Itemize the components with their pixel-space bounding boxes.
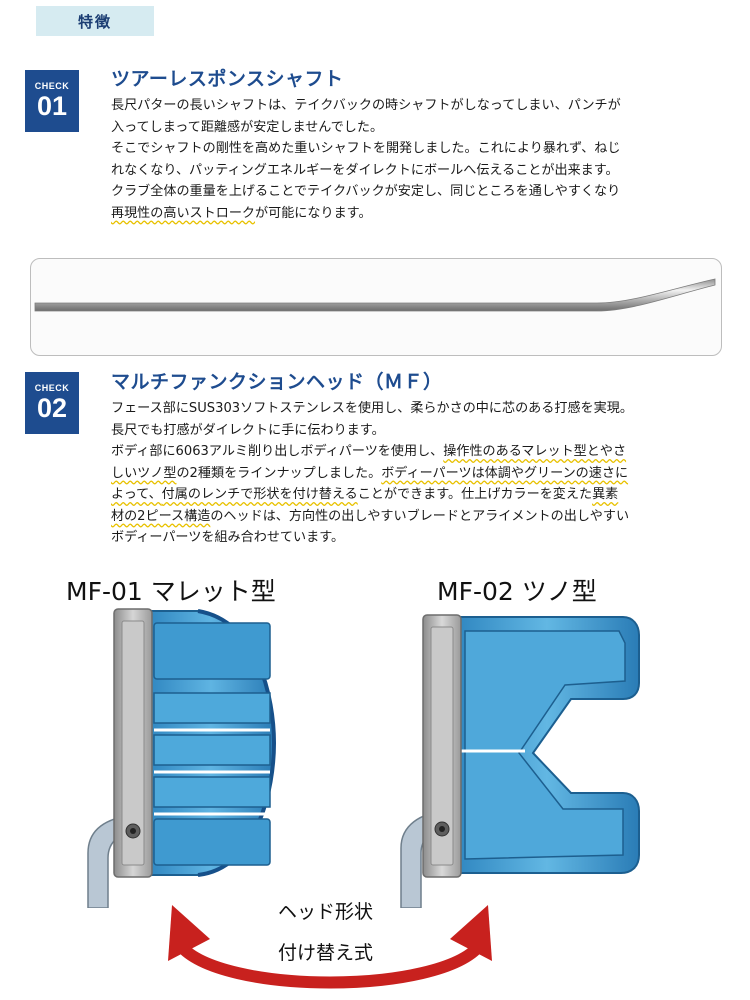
head-line-5-highlight-2: 付属のレンチで形状を付け替える: [161, 487, 358, 502]
shaft-line-3: そこでシャフトの剛性を高めた重いシャフトを開発しました。これにより暴れず、ねじ: [111, 141, 621, 156]
shaft-line-5: クラブ全体の重量を上げることでテイクバックが安定し、同じところを通しやすくなり: [111, 184, 621, 199]
head-line-6-b: のヘッドは、方向性の出しやすいブレードとアライメントの出しやすい: [210, 508, 630, 524]
head-line-6-highlight: 材の2ピース構造: [111, 508, 211, 524]
check-02-badge-label: CHECK: [34, 383, 70, 393]
shaft-line-1: 長尺パターの長いシャフトは、テイクバックの時シャフトがしなってしまい、パンチが: [111, 98, 621, 113]
head-line-5-highlight-3: 異素: [592, 487, 619, 502]
shaft-highlight: 再現性の高いストローク: [111, 205, 256, 221]
interchangeable-label: 付け替え式: [278, 942, 374, 964]
head-shape-label: ヘッド形状: [278, 901, 374, 923]
shaft-description: 長尺パターの長いシャフトは、テイクバックの時シャフトがしなってしまい、パンチが …: [111, 95, 731, 224]
head-line-7: ボディーパーツを組み合わせています。: [111, 530, 345, 545]
check-01-badge-label: CHECK: [34, 81, 70, 91]
check-01-badge-number: 01: [36, 91, 68, 121]
check-01-badge: CHECK 01: [25, 70, 79, 132]
head-line-3-a: ボディ部に6063アルミ削り出しボディパーツを使用し、: [111, 444, 444, 459]
shaft-shape: [34, 278, 716, 312]
head-line-1: フェース部にSUS303ソフトステンレスを使用し、柔らかさの中に芯のある打感を実…: [111, 401, 633, 416]
head-line-5-highlight: よって、: [111, 487, 162, 502]
shaft-line-6: 再現性の高いストロークが可能になります。: [111, 203, 731, 225]
shaft-section-title: ツアーレスポンスシャフト: [111, 68, 344, 90]
shaft-line-6-tail: が可能になります。: [255, 205, 372, 221]
head-line-4-highlight: しいツノ型: [111, 465, 177, 481]
head-line-2: 長尺でも打感がダイレクトに手に伝わります。: [111, 422, 385, 438]
head-description: フェース部にSUS303ソフトステンレスを使用し、柔らかさの中に芯のある打感を実…: [111, 398, 731, 549]
head-line-4-highlight-2: ボディーパーツは体調やグリーンの速さに: [381, 465, 629, 481]
check-02-badge-number: 02: [36, 393, 68, 423]
feature-tag: 特徴: [36, 6, 154, 36]
shaft-drawing: [34, 278, 716, 312]
head-line-3: ボディ部に6063アルミ削り出しボディパーツを使用し、操作性のあるマレット型とや…: [111, 441, 731, 463]
mf02-label: MF-02 ツノ型: [437, 577, 597, 606]
shaft-line-4: れなくなり、パッティングエネルギーをダイレクトにボールへ伝えることが出来ます。: [111, 162, 619, 178]
head-line-3-highlight: 操作性のあるマレット型とやさ: [443, 444, 627, 459]
mf01-label: MF-01 マレット型: [66, 577, 276, 606]
head-line-4: しいツノ型の2種類をラインナップしました。ボディーパーツは体調やグリーンの速さに: [111, 463, 731, 485]
head-line-4-b: の2種類をラインナップしました。: [176, 465, 382, 481]
mf01-putter-image: [87, 608, 277, 908]
head-section-title: マルチファンクションヘッド（ＭＦ）: [111, 371, 443, 393]
shaft-illustration: [30, 258, 722, 356]
head-line-5-c: ことができます。仕上げカラーを変えた: [357, 487, 593, 502]
double-arrow-icon: [168, 905, 492, 989]
check-02-badge: CHECK 02: [25, 372, 79, 434]
head-line-6: 材の2ピース構造のヘッドは、方向性の出しやすいブレードとアライメントの出しやすい: [111, 506, 731, 528]
head-line-5: よって、付属のレンチで形状を付け替えることができます。仕上げカラーを変えた異素: [111, 484, 731, 506]
mf02-putter-image: [400, 614, 640, 908]
shaft-line-2: 入ってしまって距離感が安定しませんでした。: [111, 119, 384, 135]
